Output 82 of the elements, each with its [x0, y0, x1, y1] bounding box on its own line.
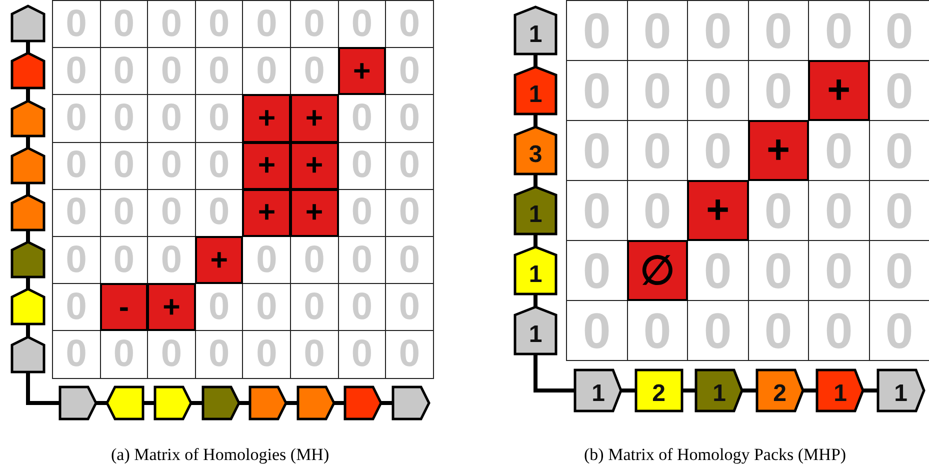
gene-count: 1 [528, 21, 544, 49]
matrix-cell: + [748, 120, 809, 181]
gene-count: 1 [528, 261, 544, 289]
connector-line [381, 401, 393, 405]
connector-line [534, 234, 538, 246]
matrix-cell: - [100, 283, 148, 332]
gene-block [514, 126, 557, 174]
gene-block [11, 288, 45, 326]
connector-line [191, 401, 203, 405]
gene-block [249, 386, 288, 420]
gene-count: 1 [712, 380, 727, 408]
matrix-cell: + [147, 283, 196, 332]
gene-block [11, 241, 45, 278]
gene-count: 1 [832, 380, 848, 408]
connector-line [534, 54, 538, 66]
matrix-cell: + [290, 188, 339, 237]
gene-block [58, 386, 97, 420]
gene-block [296, 386, 335, 420]
gene-count: 2 [772, 380, 788, 408]
gene-block [106, 386, 144, 420]
gene-block [202, 386, 240, 420]
connector-line [286, 401, 298, 405]
gene-block [756, 369, 804, 412]
gene-block [11, 194, 45, 231]
gene-block [816, 369, 864, 412]
gene-block [154, 386, 192, 420]
connector-line [143, 401, 155, 405]
connector-line [26, 136, 30, 148]
matrix-cell: + [338, 47, 386, 96]
gene-block [514, 306, 557, 354]
gene-count: 2 [651, 380, 666, 408]
gene-block [514, 6, 557, 54]
gene-count: 1 [528, 81, 544, 109]
gene-count: 1 [528, 201, 544, 229]
gene-block [11, 5, 45, 42]
connector-line [26, 41, 30, 54]
connector-line [26, 372, 60, 405]
connector-line [26, 182, 30, 195]
connector-line [96, 401, 108, 405]
connector-line [26, 277, 30, 290]
connector-line [26, 88, 30, 100]
gene-count: 1 [590, 380, 606, 408]
connector-line [238, 401, 250, 405]
gene-block [514, 186, 557, 234]
gene-count: 1 [528, 321, 544, 349]
gene-block [695, 369, 744, 412]
matrix-cell: + [242, 188, 291, 237]
gene-block [11, 336, 45, 372]
connector-line [802, 388, 818, 392]
connector-line [682, 388, 696, 392]
matrix-cell: ∅ [626, 240, 688, 301]
caption: (a) Matrix of Homologies (MH) [111, 445, 330, 465]
connector-line [534, 114, 538, 126]
gene-block [344, 386, 382, 420]
gene-count: 1 [893, 380, 908, 408]
matrix-cell: + [687, 180, 748, 241]
gene-block [11, 100, 45, 136]
matrix-cell: + [290, 142, 339, 190]
gene-block [392, 386, 430, 420]
gene-block [514, 66, 557, 114]
connector-line [534, 294, 538, 306]
connector-line [863, 388, 878, 392]
matrix-cell: + [290, 94, 339, 143]
gene-block [514, 246, 557, 294]
gene-block [634, 369, 683, 412]
matrix-cell: + [242, 142, 291, 190]
connector-line [742, 388, 757, 392]
connector-line [26, 324, 30, 336]
gene-block [11, 146, 45, 184]
matrix-cell: + [242, 94, 291, 143]
gene-count: 3 [528, 141, 544, 169]
connector-line [26, 230, 30, 242]
gene-block [11, 52, 45, 90]
gene-block [574, 369, 622, 412]
connector-line [534, 174, 538, 186]
caption: (b) Matrix of Homology Packs (MHP) [584, 445, 846, 465]
connector-line [621, 388, 636, 392]
gene-block [876, 369, 925, 412]
connector-line [334, 401, 346, 405]
connector-line [534, 354, 576, 392]
matrix-cell: + [194, 236, 244, 284]
matrix-cell: + [808, 60, 870, 121]
